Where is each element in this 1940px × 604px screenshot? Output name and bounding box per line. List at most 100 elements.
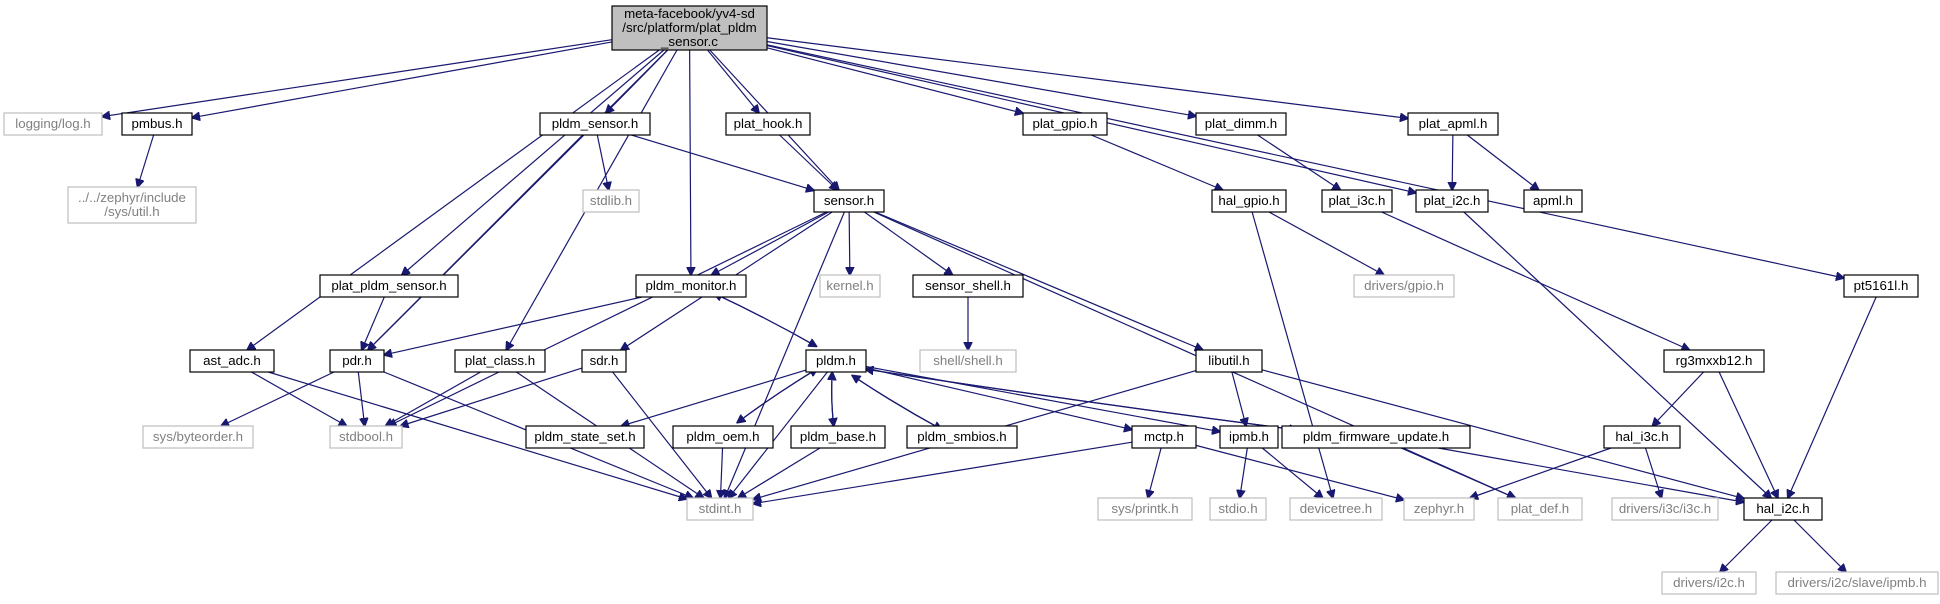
- node-sensor-shell[interactable]: sensor_shell.h: [912, 274, 1024, 298]
- node-mctp[interactable]: mctp.h: [1131, 425, 1197, 449]
- node-pmbus[interactable]: pmbus.h: [121, 112, 193, 136]
- edge-pmbus-to-zutil: [138, 134, 155, 187]
- node-box: [1353, 274, 1455, 298]
- node-label: plat_gpio.h: [1032, 116, 1097, 131]
- node-box: [582, 189, 640, 213]
- node-box: [329, 425, 403, 449]
- node-plat-hook[interactable]: plat_hook.h: [725, 112, 811, 136]
- node-label: pldm_monitor.h: [646, 278, 737, 293]
- node-box: [725, 112, 811, 136]
- edge-pldm-to-pldm_state_set: [621, 369, 807, 426]
- node-plat-pldm-sensor-h[interactable]: plat_pldm_sensor.h: [319, 274, 459, 298]
- node-plat-i3c[interactable]: plat_i3c.h: [1321, 189, 1393, 213]
- edge-rg3mxxb12-to-hal_i3c: [1652, 371, 1705, 426]
- node-pldm-monitor[interactable]: pldm_monitor.h: [635, 274, 747, 298]
- node-hal-i3c[interactable]: hal_i3c.h: [1603, 425, 1681, 449]
- edge-mctp-to-sys_printk: [1148, 447, 1162, 498]
- node-box: [3, 112, 103, 136]
- node-plat-def: plat_def.h: [1497, 497, 1583, 521]
- node-root[interactable]: meta-facebook/yv4-sd/src/platform/plat_p…: [611, 5, 768, 51]
- node-label: kernel.h: [826, 278, 873, 293]
- edge-pldm_fw-to-plat_def: [1400, 447, 1515, 498]
- edge-sensor-to-stdbool: [389, 211, 827, 426]
- node-box: [805, 349, 867, 373]
- node-ast-adc[interactable]: ast_adc.h: [189, 349, 275, 373]
- node-pldm-state-set[interactable]: pldm_state_set.h: [525, 425, 645, 449]
- edge-plat_gpio-to-hal_gpio: [1091, 134, 1222, 190]
- edge-pdr-to-sys_byteorder: [221, 371, 335, 426]
- node-box: [142, 425, 254, 449]
- node-pldm-oem[interactable]: pldm_oem.h: [672, 425, 774, 449]
- node-pldm-smbios[interactable]: pldm_smbios.h: [906, 425, 1018, 449]
- node-label: drivers/i2c/slave/ipmb.h: [1788, 575, 1927, 590]
- node-devicetree: devicetree.h: [1289, 497, 1383, 521]
- node-label: pldm_state_set.h: [534, 429, 635, 444]
- node-label: pldm_firmware_update.h: [1303, 429, 1449, 444]
- node-box: [906, 425, 1018, 449]
- node-pt5161l[interactable]: pt5161l.h: [1843, 274, 1919, 298]
- edge-pt5161l-to-hal_i2c: [1788, 296, 1877, 498]
- node-box: [329, 349, 385, 373]
- node-ipmb[interactable]: ipmb.h: [1219, 425, 1279, 449]
- node-plat-apml[interactable]: plat_apml.h: [1407, 112, 1499, 136]
- node-zephyr: zephyr.h: [1403, 497, 1475, 521]
- node-box: [1211, 189, 1287, 213]
- node-plat-class[interactable]: plat_class.h: [454, 349, 546, 373]
- edge-sdr-to-stdbool: [400, 367, 583, 426]
- node-box: [121, 112, 193, 136]
- node-sensor[interactable]: sensor.h: [813, 189, 885, 213]
- node-apml[interactable]: apml.h: [1523, 189, 1583, 213]
- node-plat-dimm[interactable]: plat_dimm.h: [1195, 112, 1287, 136]
- node-drivers-ipmb: drivers/i2c/slave/ipmb.h: [1775, 571, 1939, 595]
- edge-pldm-to-pldm_monitor: [714, 293, 817, 347]
- edge-root-to-pldm_monitor: [690, 49, 691, 275]
- node-box: [1497, 497, 1583, 521]
- edge-sensor-to-plat_def: [873, 211, 1516, 498]
- node-hal-i2c[interactable]: hal_i2c.h: [1743, 497, 1823, 521]
- node-libutil[interactable]: libutil.h: [1195, 349, 1263, 373]
- edge-sdr-to-stdint: [612, 371, 712, 498]
- node-box: [1321, 189, 1393, 213]
- node-pldm-sensor[interactable]: pldm_sensor.h: [539, 112, 651, 136]
- node-hal-gpio[interactable]: hal_gpio.h: [1211, 189, 1287, 213]
- edge-sensor-to-libutil: [874, 211, 1203, 350]
- edge-sensor-to-pldm_monitor: [711, 211, 829, 275]
- node-label: pldm.h: [816, 353, 856, 368]
- node-box: [189, 349, 275, 373]
- edge-pldm_monitor-to-pdr: [384, 296, 643, 355]
- edge-pldm_sensor-to-pdr: [368, 134, 585, 350]
- node-label: sdr.h: [590, 353, 619, 368]
- edge-rg3mxxb12-to-hal_i2c: [1718, 371, 1778, 498]
- edge-pldm_sensor-to-sensor: [631, 134, 814, 190]
- node-pdr[interactable]: pdr.h: [329, 349, 385, 373]
- edge-hal_i3c-to-drivers_i3c: [1644, 447, 1662, 498]
- node-plat-gpio[interactable]: plat_gpio.h: [1022, 112, 1108, 136]
- node-box: [1663, 349, 1765, 373]
- node-rg3mxxb12[interactable]: rg3mxxb12.h: [1663, 349, 1765, 373]
- node-label: stdint.h: [699, 501, 742, 516]
- node-box: [1407, 112, 1499, 136]
- node-label: sys/byteorder.h: [153, 429, 243, 444]
- node-label: plat_dimm.h: [1205, 116, 1277, 131]
- node-sdr[interactable]: sdr.h: [581, 349, 627, 373]
- edge-libutil-to-ipmb: [1231, 371, 1246, 426]
- node-pldm-fw[interactable]: pldm_firmware_update.h: [1281, 425, 1471, 449]
- node-box: [1843, 274, 1919, 298]
- node-box: [1289, 497, 1383, 521]
- node-pldm-base[interactable]: pldm_base.h: [790, 425, 886, 449]
- node-label: _sensor.c: [660, 34, 718, 49]
- node-box: [525, 425, 645, 449]
- node-label: /sys/util.h: [104, 204, 159, 219]
- node-kernel: kernel.h: [819, 274, 881, 298]
- node-box: [919, 349, 1017, 373]
- node-plat-i2c[interactable]: plat_i2c.h: [1415, 189, 1489, 213]
- edge-root-to-plat_apml: [766, 37, 1408, 119]
- node-shell: shell/shell.h: [919, 349, 1017, 373]
- node-drivers-i2c: drivers/i2c.h: [1661, 571, 1757, 595]
- node-stdio: stdio.h: [1209, 497, 1267, 521]
- edge-sensor-to-stdint: [725, 211, 845, 498]
- node-pldm[interactable]: pldm.h: [805, 349, 867, 373]
- node-box: [1523, 189, 1583, 213]
- edge-pldm_sensor-to-stdlib: [596, 134, 608, 190]
- node-label: pldm_sensor.h: [552, 116, 638, 131]
